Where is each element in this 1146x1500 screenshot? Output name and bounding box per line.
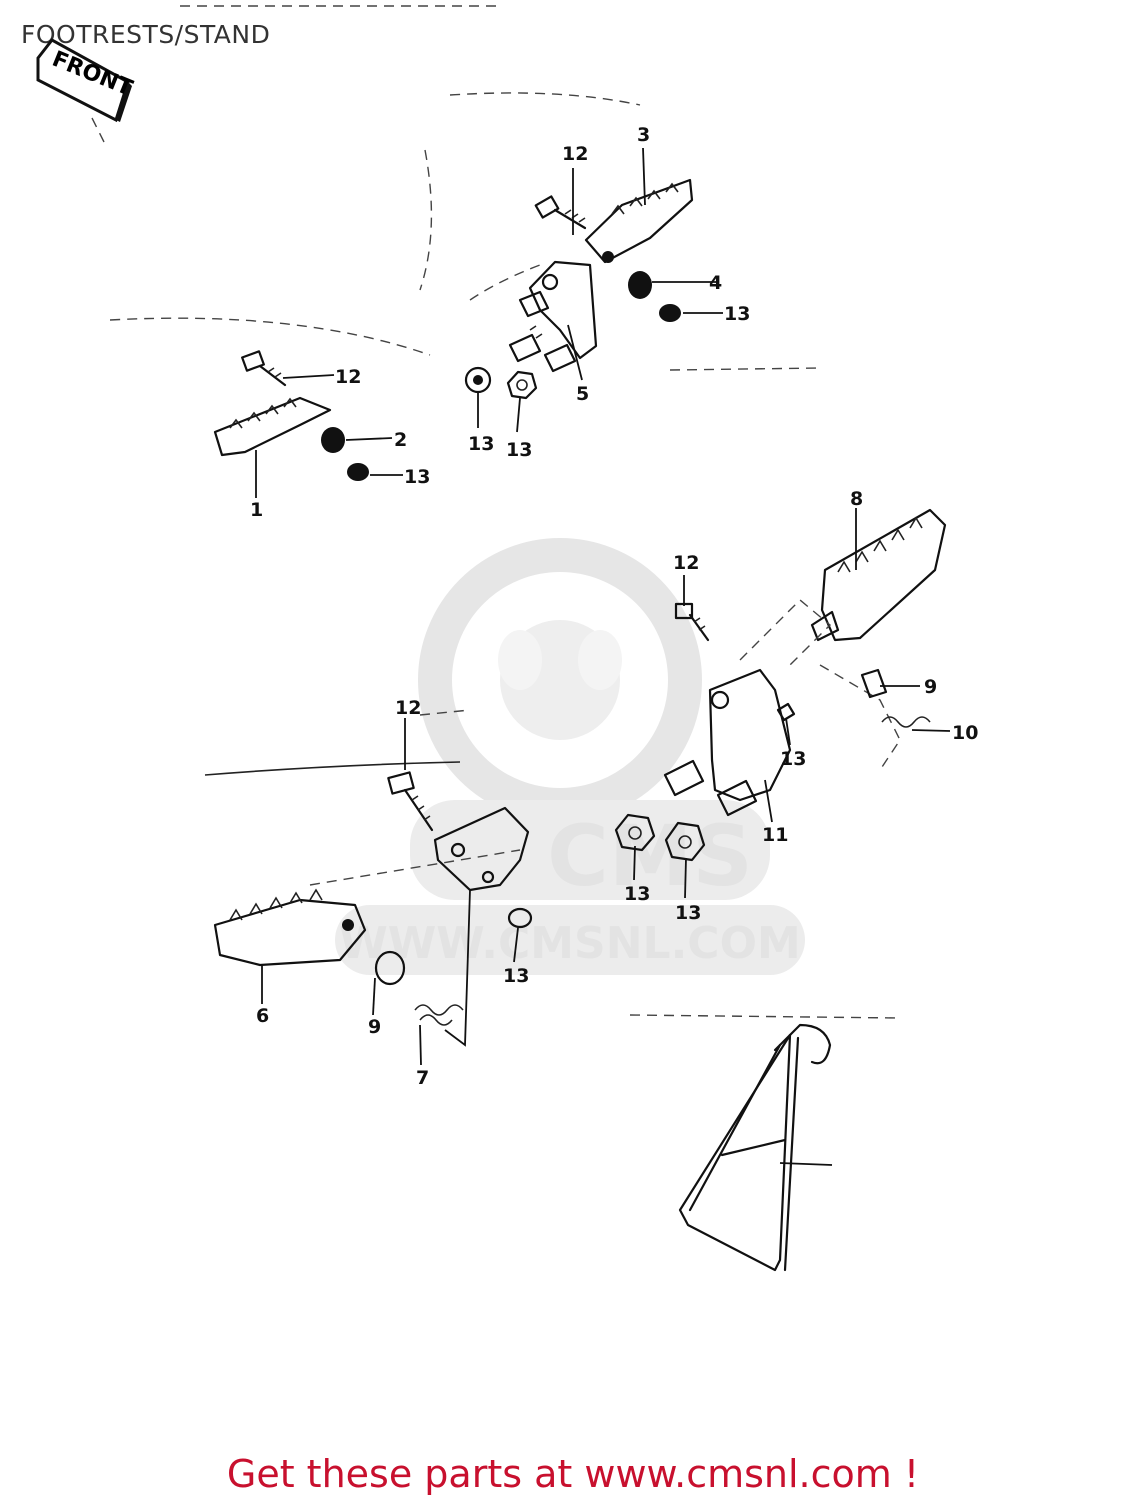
part-13-nut-f [614, 813, 656, 852]
callout-6: 6 [256, 1005, 269, 1027]
callout-3: 3 [637, 124, 650, 146]
part-7-spring [414, 1004, 464, 1026]
callout-13: 13 [506, 439, 532, 461]
callout-7: 7 [416, 1067, 429, 1089]
callout-2: 2 [394, 429, 407, 451]
callout-13: 13 [780, 748, 806, 770]
callout-8: 8 [850, 488, 863, 510]
cms-watermark: CMS WWW.CMSNL.COM [335, 538, 805, 975]
front-arrow-icon: FRONT [36, 38, 136, 143]
part-3-footrest [584, 178, 694, 264]
frame-reference-lines [109, 5, 901, 1019]
watermark-url: WWW.CMSNL.COM [339, 918, 801, 969]
callout-11: 11 [762, 824, 788, 846]
part-13-nut-h [507, 907, 533, 929]
callout-13: 13 [724, 303, 750, 325]
footrest-bracket-lower [433, 806, 530, 892]
parts-diagram: CMS WWW.CMSNL.COM FRONT [36, 5, 978, 1272]
part-12-bolt-b [241, 350, 287, 387]
part-8-footrest [810, 508, 947, 642]
callout-12: 12 [673, 552, 699, 574]
part-13-nut-c [506, 370, 538, 400]
part-5-bracket [508, 260, 598, 373]
part-1-footrest [213, 396, 332, 457]
part-11-bracket [663, 599, 901, 817]
footer-parts-link[interactable]: Get these parts at www.cmsnl.com ! [226, 1452, 920, 1496]
callout-9: 9 [368, 1016, 381, 1038]
part-9-collar-a [860, 668, 888, 699]
part-4-spring-a [628, 271, 652, 299]
part-13-nut-g [664, 821, 706, 862]
part-2-spring [321, 427, 345, 453]
part-13-nut-a [659, 304, 681, 322]
callout-9: 9 [924, 676, 937, 698]
callout-4: 4 [709, 272, 722, 294]
callout-13: 13 [675, 902, 701, 924]
part-12-bolt-a [534, 195, 587, 230]
callout-13: 13 [624, 883, 650, 905]
callout-12: 12 [395, 697, 421, 719]
callout-1: 1 [250, 499, 263, 521]
callout-12: 12 [335, 366, 361, 388]
part-10-spring [881, 716, 931, 728]
part-13-nut-b [464, 366, 492, 394]
part-9-collar-b [374, 950, 406, 986]
callout-labels: 3 12 4 13 5 13 13 12 2 13 1 8 12 9 10 13… [250, 124, 978, 1089]
part-13-nut-e [776, 702, 796, 722]
callout-13: 13 [503, 965, 529, 987]
callout-12: 12 [562, 143, 588, 165]
part-12-bolt-d [387, 771, 434, 832]
callout-5: 5 [576, 383, 589, 405]
callout-10: 10 [952, 722, 978, 744]
part-14-stand [678, 1023, 832, 1272]
leader-lines [255, 147, 951, 1166]
part-6-footrest [213, 888, 367, 967]
callout-13: 13 [468, 433, 494, 455]
part-13-nut-d [347, 463, 369, 481]
callout-13: 13 [404, 466, 430, 488]
